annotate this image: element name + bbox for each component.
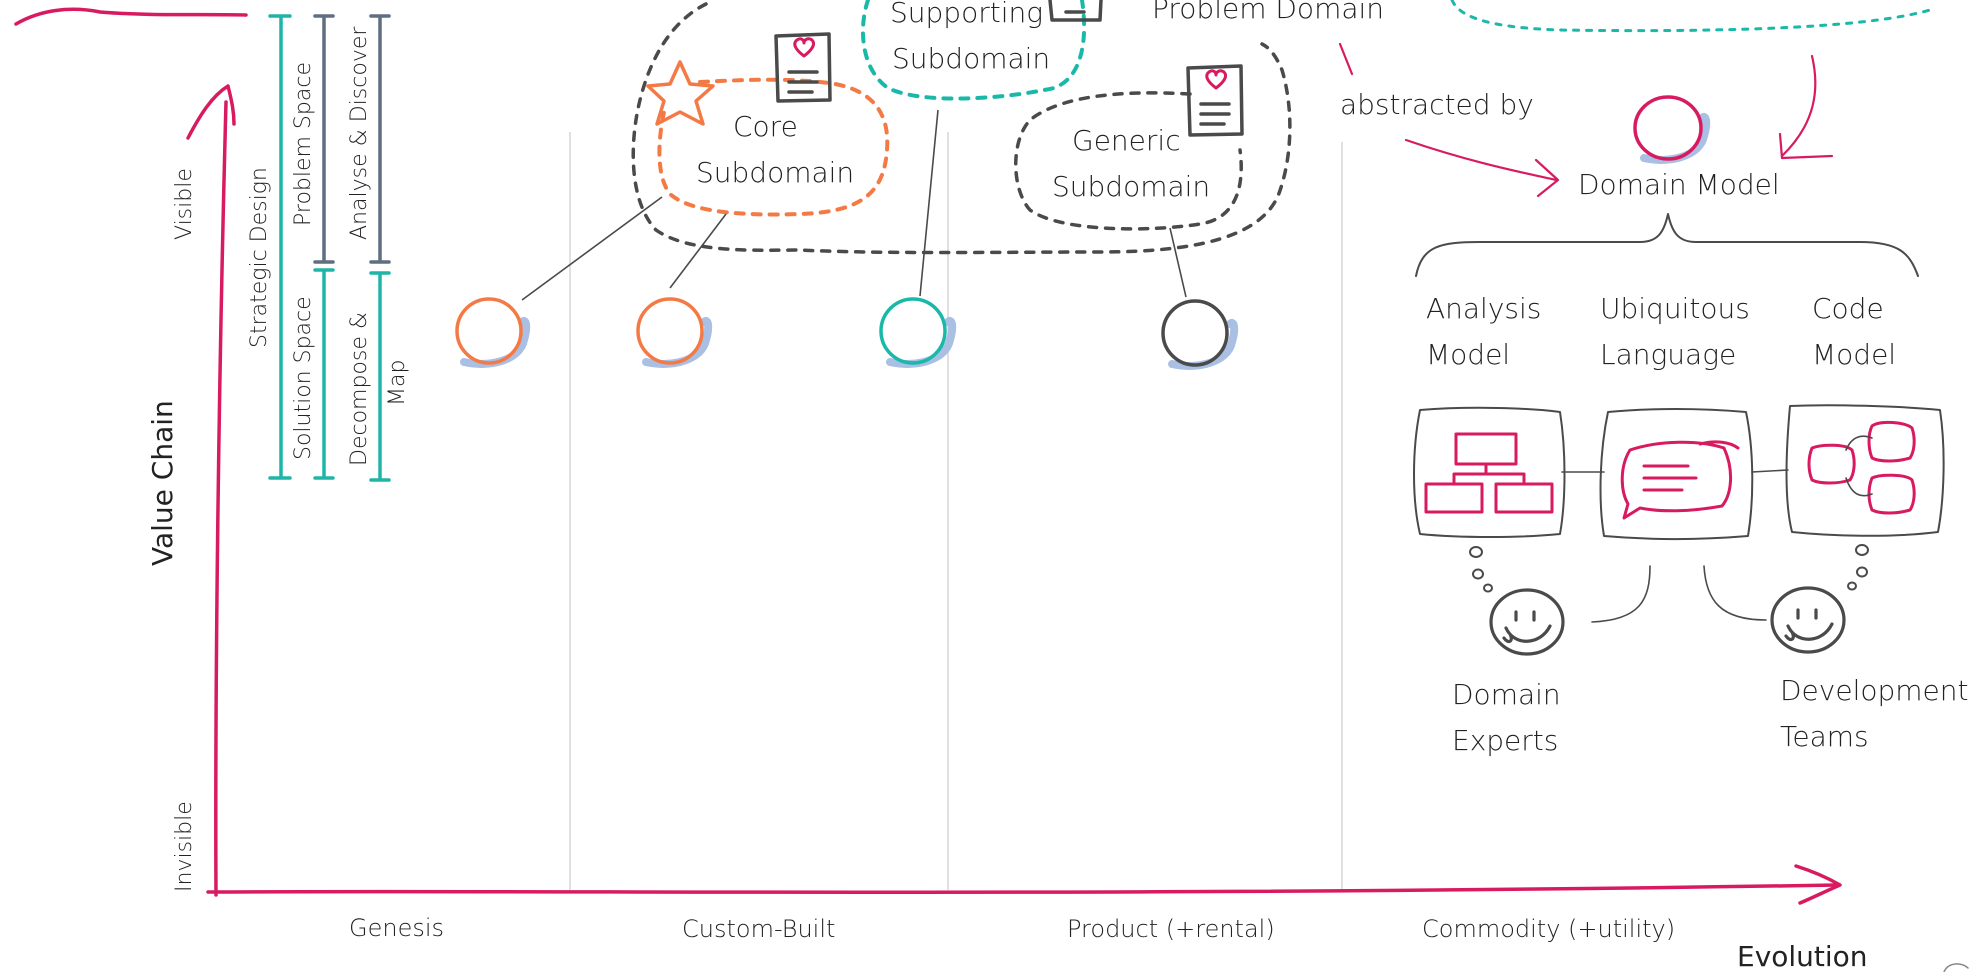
component-supporting: [879, 297, 957, 368]
label-analyse-discover: Analyse & Discover: [347, 26, 372, 240]
abstraction-arrows: [1338, 42, 1834, 198]
stage-commodity: Commodity (+utility): [1422, 915, 1675, 943]
core-subdomain-boundary: [657, 77, 890, 217]
label-problem-space: Problem Space: [291, 62, 316, 226]
core-label-1: Core: [733, 110, 798, 143]
supporting-subdomain-boundary: [861, 0, 1087, 101]
supporting-label-2: Subdomain: [892, 42, 1050, 75]
code-model-box: [1785, 404, 1945, 537]
top-right-dashed-fragment: [1450, 0, 1932, 33]
stage-dividers: [569, 132, 1343, 890]
analysis-model-box: [1413, 406, 1566, 538]
y-axis-line: [214, 100, 228, 897]
connector-core-2: [669, 213, 727, 289]
y-axis-arrowhead: [186, 84, 236, 140]
expert-link: [1591, 565, 1651, 623]
star-icon: [646, 60, 715, 126]
development-teams-label-2: Teams: [1780, 720, 1869, 753]
label-decompose-2: Map: [385, 360, 410, 406]
y-axis-title: Value Chain: [146, 400, 179, 566]
supporting-document-icon: [1048, 0, 1103, 22]
arrow-problem-to-model: [1338, 42, 1354, 76]
domain-model-label: Domain Model: [1578, 168, 1780, 201]
generic-label-1: Generic: [1072, 124, 1181, 157]
code-label-1: Code: [1812, 292, 1884, 325]
expert-thought-bubbles: [1469, 546, 1493, 593]
core-document-icon: [774, 32, 832, 103]
problem-domain-label: Problem Domain: [1152, 0, 1384, 25]
bracket-analyse-discover: [369, 14, 391, 264]
x-axis-arrowhead: [1794, 864, 1842, 905]
box-connector-2: [1751, 469, 1789, 473]
supporting-label-1: Supporting: [890, 0, 1043, 29]
generic-subdomain-boundary: [1014, 91, 1243, 231]
stage-product: Product (+rental): [1067, 915, 1275, 943]
label-solution-space: Solution Space: [291, 296, 316, 460]
connector-supporting: [919, 109, 939, 297]
developer-thought-bubbles: [1847, 544, 1869, 591]
component-connectors: [521, 109, 1187, 301]
generic-label-2: Subdomain: [1052, 170, 1210, 203]
arrow-abstracted-to-model: [1404, 138, 1560, 198]
components: [455, 95, 1711, 370]
ubiquitous-label-1: Ubiquitous: [1600, 292, 1750, 325]
y-axis-visible-label: Visible: [172, 168, 197, 240]
domain-model-brace: [1415, 213, 1919, 277]
developer-face-icon: [1770, 586, 1846, 654]
x-axis-line: [206, 883, 1840, 894]
model-boxes: [1413, 404, 1945, 540]
problem-domain-boundary: [631, 2, 1292, 255]
label-strategic-design: Strategic Design: [247, 167, 272, 348]
corner-mark-icon: [1943, 963, 1969, 972]
domain-expert-face-icon: [1489, 588, 1565, 656]
label-decompose-1: Decompose &: [347, 312, 372, 466]
connector-generic: [1169, 227, 1187, 298]
ubiquitous-language-box: [1599, 408, 1754, 540]
domain-model-icon: [1633, 95, 1711, 164]
developer-link: [1703, 565, 1767, 621]
generic-document-icon: [1186, 64, 1244, 137]
analysis-label-1: Analysis: [1426, 292, 1541, 325]
axes: [14, 7, 1842, 905]
arrow-topright-to-model: [1778, 54, 1834, 160]
development-teams-label-1: Development: [1780, 674, 1969, 707]
bracket-problem-space: [313, 14, 335, 264]
domain-experts-label-2: Experts: [1452, 724, 1558, 757]
abstracted-by-label: abstracted by: [1340, 88, 1534, 121]
component-genesis: [455, 297, 531, 368]
y-axis-invisible-label: Invisible: [172, 801, 197, 892]
connector-core-1: [521, 196, 663, 301]
bracket-decompose-map: [369, 271, 391, 482]
component-custom-built: [636, 297, 713, 368]
top-left-axis-fragment: [14, 7, 248, 26]
x-axis-title: Evolution: [1737, 940, 1868, 972]
stage-custom-built: Custom-Built: [682, 915, 835, 943]
code-label-2: Model: [1812, 338, 1896, 371]
domain-experts-label-1: Domain: [1452, 678, 1561, 711]
people: [1469, 544, 1869, 656]
ubiquitous-label-2: Language: [1600, 338, 1736, 371]
component-generic: [1161, 299, 1239, 370]
stage-genesis: Genesis: [349, 914, 444, 942]
brackets: [268, 14, 391, 482]
bracket-solution-space: [313, 268, 335, 480]
core-label-2: Subdomain: [696, 156, 854, 189]
analysis-label-2: Model: [1426, 338, 1510, 371]
bracket-strategic-design: [268, 14, 292, 480]
